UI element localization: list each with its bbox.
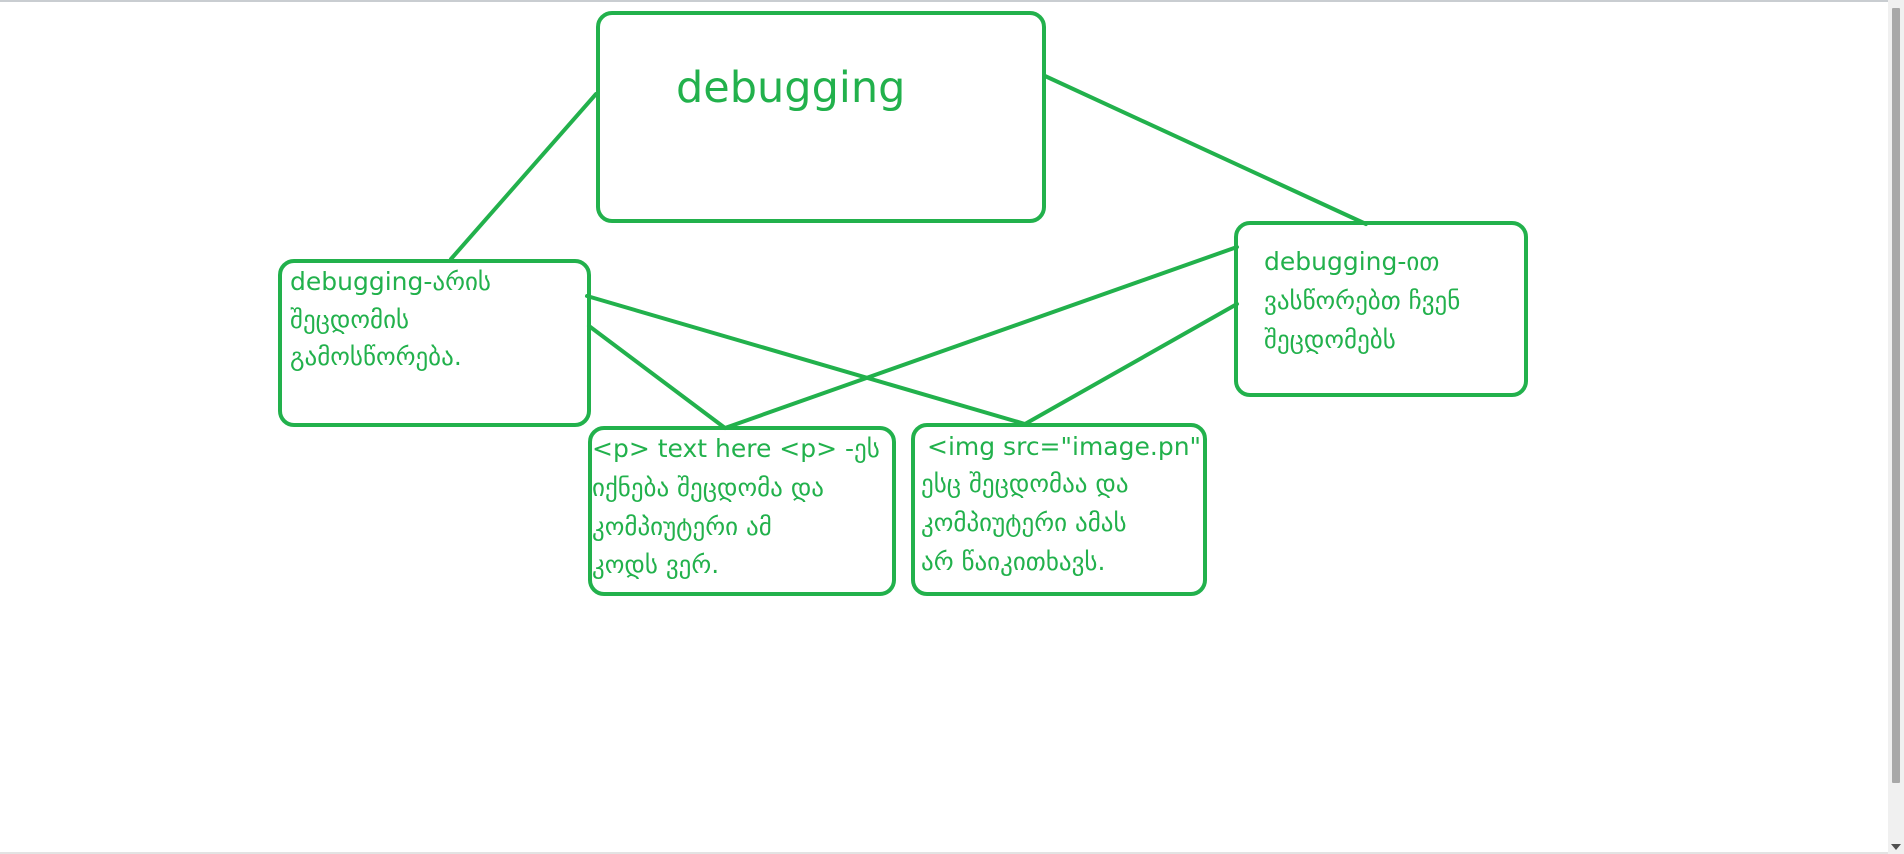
node-p-tag-label: <p> text here <p> -ეს იქნება შეცდომა და … (592, 434, 880, 580)
connector-left-to-p (587, 324, 727, 430)
connector-top-to-left (449, 92, 598, 261)
node-left-label: debugging-არის შეცდომის გამოსწორება. (290, 267, 491, 371)
node-img-tag-example: <img src="image.pn"> ესც შეცდომაა და კომ… (911, 423, 1207, 596)
window-top-border (0, 0, 1904, 2)
node-right-purpose: debugging-ით ვასწორებთ ჩვენ შეცდომებს (1234, 221, 1528, 397)
vertical-scrollbar[interactable] (1888, 0, 1904, 854)
connector-top-to-right (1043, 74, 1368, 226)
bottom-border (0, 852, 1888, 854)
node-p-tag-example: <p> text here <p> -ეს იქნება შეცდომა და … (588, 426, 896, 596)
node-top-debugging: debugging (596, 11, 1046, 223)
node-img-tag-label: ესც შეცდომაა და კომპიუტერი ამას არ წაიკი… (921, 469, 1129, 576)
connector-right-to-p (723, 245, 1239, 430)
node-right-label: debugging-ით ვასწორებთ ჩვენ შეცდომებს (1264, 247, 1461, 354)
node-top-label: debugging (676, 63, 906, 113)
node-img-tag-code: <img src="image.pn"> (927, 432, 1207, 461)
node-left-definition: debugging-არის შეცდომის გამოსწორება. (278, 259, 591, 427)
scrollbar-thumb[interactable] (1892, 8, 1900, 783)
chevron-down-icon[interactable] (1891, 844, 1901, 850)
connector-left-to-img (585, 294, 1027, 426)
connector-right-to-img (1023, 302, 1239, 426)
